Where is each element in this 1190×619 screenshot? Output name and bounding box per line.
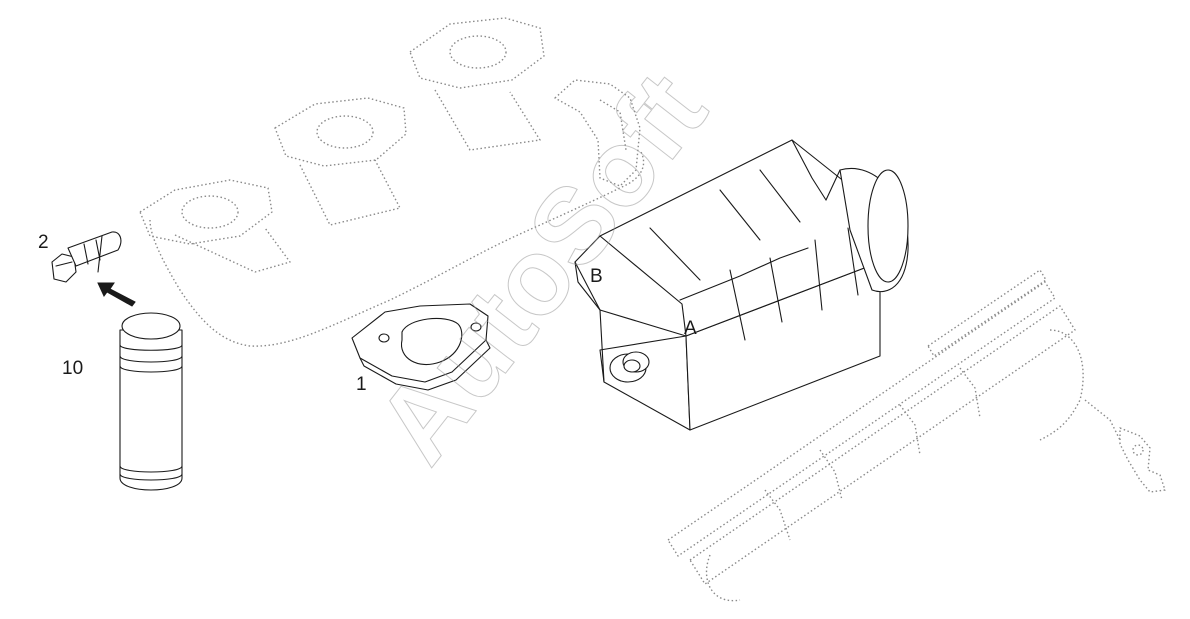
bolt-part bbox=[51, 231, 122, 283]
sleeve-tube-part bbox=[119, 312, 183, 491]
manifold-block-part bbox=[574, 139, 909, 431]
exhaust-manifold-phantom bbox=[139, 17, 645, 347]
gasket-part bbox=[351, 303, 491, 391]
intake-pipe-phantom bbox=[667, 269, 1166, 602]
callout-tube: 10 bbox=[62, 358, 83, 379]
assembly-arrow bbox=[97, 282, 136, 307]
callout-gasket: 1 bbox=[356, 374, 367, 395]
callout-point-b: B bbox=[590, 266, 603, 287]
callout-point-a: A bbox=[684, 318, 697, 339]
callout-bolt: 2 bbox=[38, 232, 49, 253]
